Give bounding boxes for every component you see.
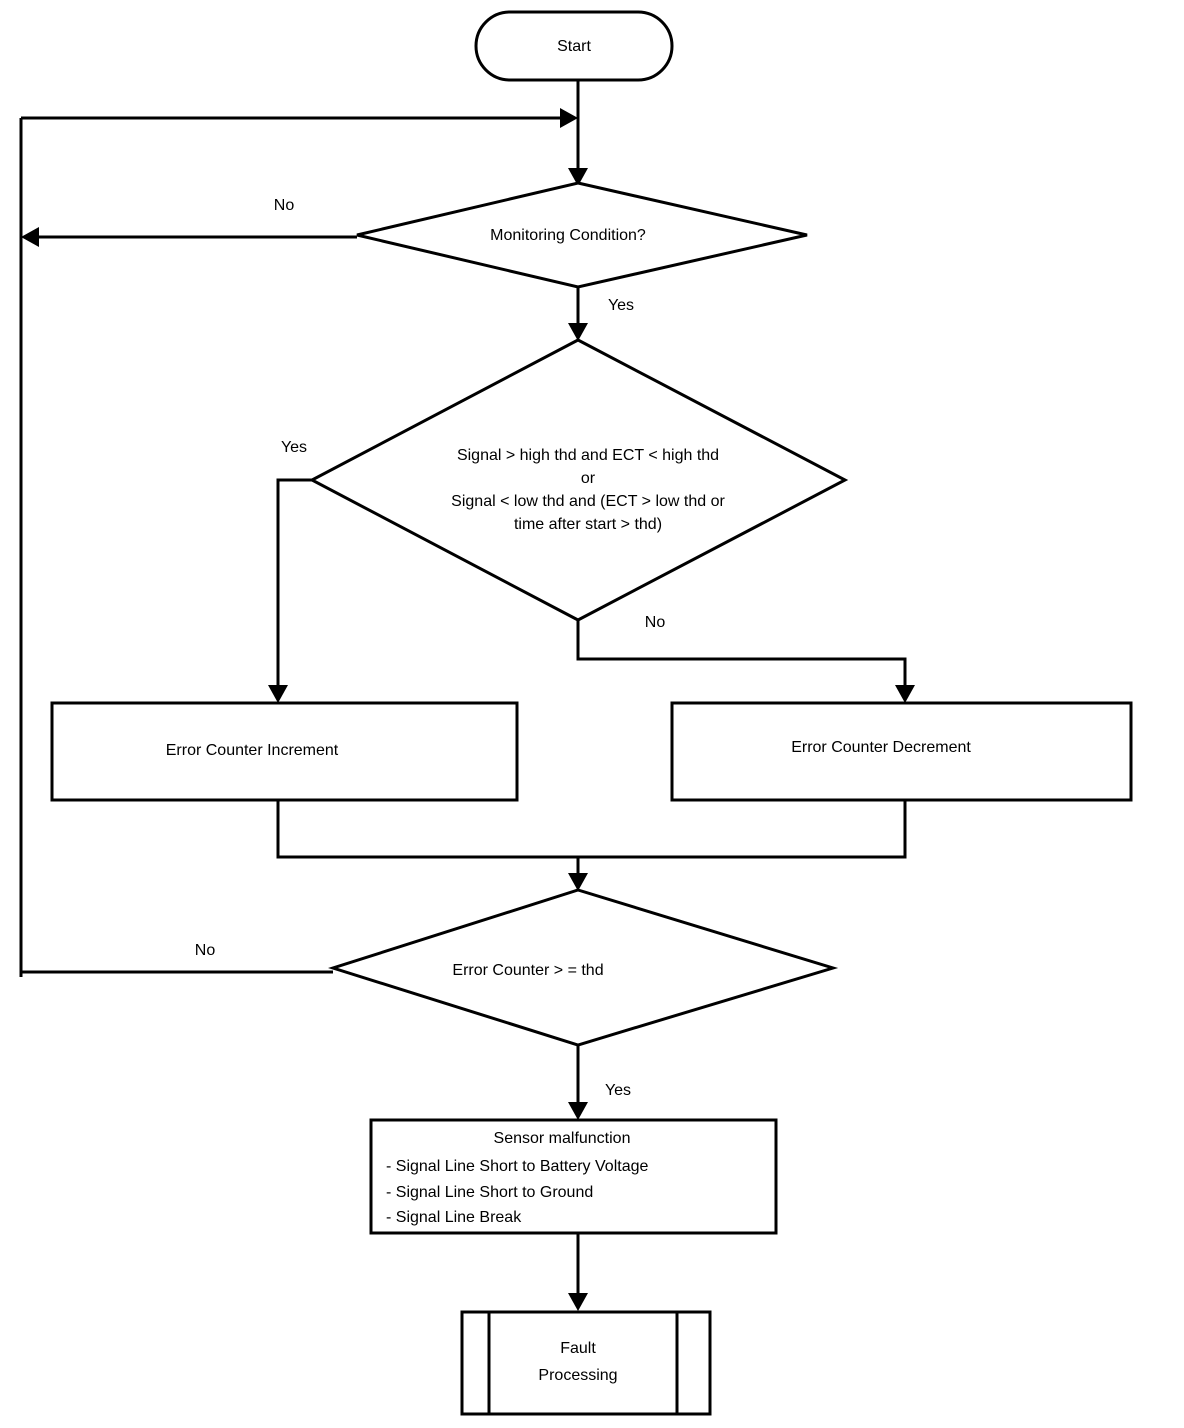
edge-signal-no [576,620,915,703]
edge-label-signal-no: No [645,614,666,631]
error-counter-threshold-label: Error Counter > = thd [452,962,603,979]
sensor-malfunction-heading: Sensor malfunction [494,1130,631,1147]
arrow-head-icon [268,685,288,703]
node-sensor-malfunction[interactable]: Sensor malfunction - Signal Line Short t… [369,1118,778,1235]
edge-signal-yes [268,478,312,703]
edge-label-monitoring-yes: Yes [608,297,634,314]
node-error-counter-decrement[interactable]: Error Counter Decrement [670,701,1133,802]
fault-processing-line1: Fault [560,1340,596,1357]
arrow-head-icon [568,1293,588,1311]
edge-label-monitoring-no: No [274,197,295,214]
arrow-head-icon [568,1102,588,1120]
edge-monitoring-yes [568,287,588,341]
edge-counter-yes [568,1045,588,1120]
edge-label-counter-no: No [195,942,216,959]
arrow-head-icon [568,873,588,891]
arrow-head-icon [895,685,915,703]
arrow-head-icon [21,227,39,247]
edge-malfunction-to-fault [568,1233,588,1311]
sensor-malfunction-item-0: - Signal Line Short to Battery Voltage [386,1158,648,1175]
node-start[interactable]: Start [474,10,674,82]
signal-condition-line3: Signal < low thd and (ECT > low thd or [451,493,725,510]
edge-start-to-monitoring [568,80,588,186]
signal-condition-line2: or [581,470,596,487]
node-monitoring-condition[interactable]: Monitoring Condition? [356,181,808,289]
sensor-malfunction-item-1: - Signal Line Short to Ground [386,1184,593,1201]
edge-monitoring-no [21,227,357,247]
start-label: Start [557,38,591,55]
arrow-head-icon [568,323,588,341]
node-error-counter-increment[interactable]: Error Counter Increment [50,701,519,802]
edge-label-signal-yes: Yes [281,439,307,456]
node-error-counter-threshold[interactable]: Error Counter > = thd [328,888,839,1047]
fault-processing-line2: Processing [538,1367,617,1384]
error-counter-decrement-label: Error Counter Decrement [791,739,971,756]
edge-counters-merge [276,800,907,891]
arrow-head-icon [568,168,588,186]
signal-condition-line4: time after start > thd) [514,516,662,533]
node-fault-processing[interactable]: Fault Processing [460,1310,712,1416]
node-signal-condition[interactable]: Signal > high thd and ECT < high thd or … [308,338,849,622]
signal-condition-line1: Signal > high thd and ECT < high thd [457,447,719,464]
edge-loopback-to-monitoring [21,108,578,128]
arrow-head-icon [560,108,578,128]
error-counter-increment-label: Error Counter Increment [166,742,339,759]
sensor-malfunction-item-2: - Signal Line Break [386,1209,522,1226]
edge-label-counter-yes: Yes [605,1082,631,1099]
monitoring-condition-label: Monitoring Condition? [490,227,646,244]
